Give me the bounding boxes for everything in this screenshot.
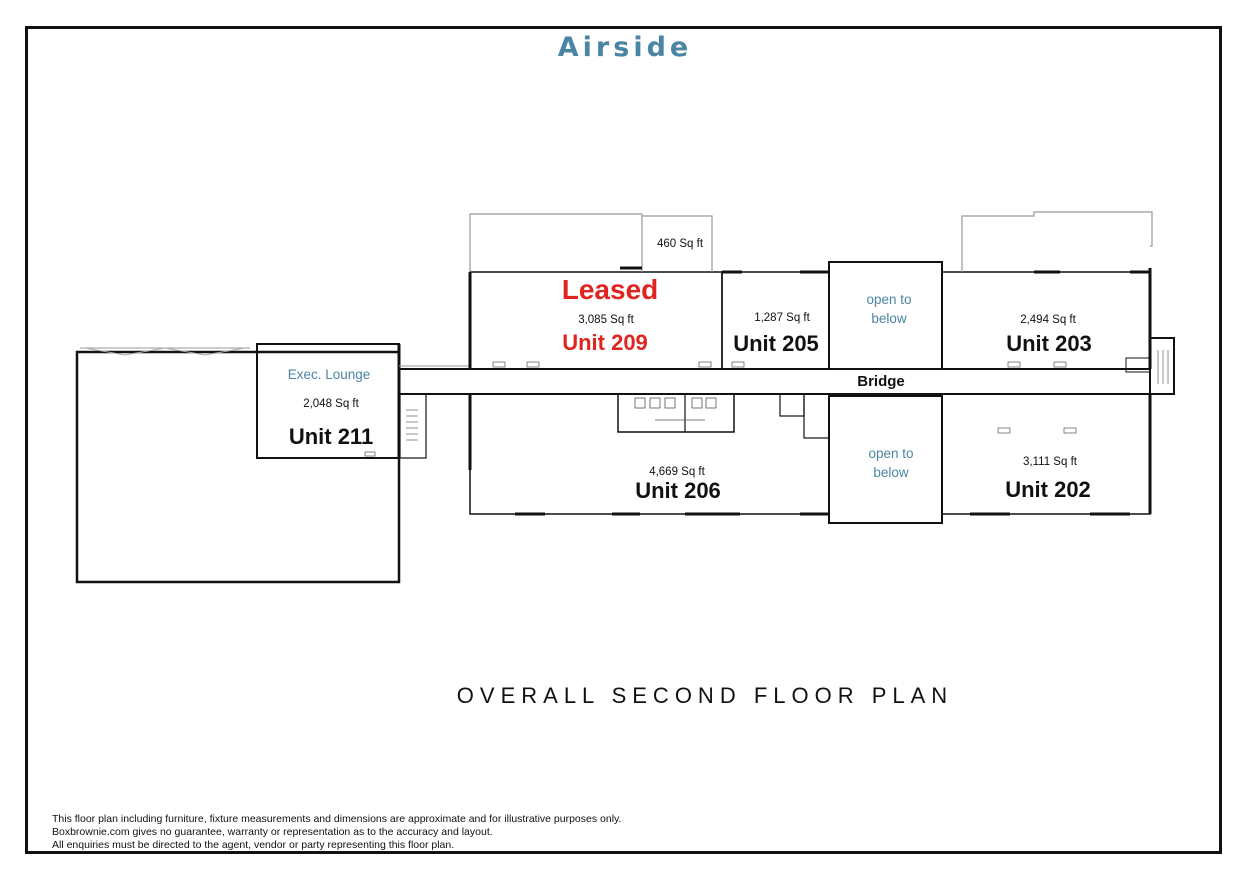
disclaimer-line: This floor plan including furniture, fix… (52, 813, 622, 825)
unit-202-area: 3,111 Sq ft (1023, 456, 1077, 468)
bridge-label: Bridge (854, 373, 908, 390)
unit-211-area: 2,048 Sq ft (303, 398, 359, 410)
unit-202-name: Unit 202 (1005, 477, 1091, 502)
disclaimer: This floor plan including furniture, fix… (52, 813, 621, 852)
unit-209-area: 3,085 Sq ft (578, 314, 634, 326)
unit-203-name: Unit 203 (1006, 331, 1092, 356)
site-title: Airside (557, 32, 693, 63)
leased-badge: Leased (561, 274, 659, 305)
unit-205-area: 1,287 Sq ft (754, 312, 810, 324)
disclaimer-line: All enquiries must be directed to the ag… (52, 839, 455, 851)
page-border (25, 26, 1222, 854)
left-block (75, 350, 401, 584)
terrace-area: 460 Sq ft (656, 238, 704, 250)
disclaimer-line: Boxbrownie.com gives no guarantee, warra… (52, 826, 493, 838)
unit-206-area: 4,669 Sq ft (649, 466, 705, 478)
unit-203-area: 2,494 Sq ft (1020, 314, 1076, 326)
unit-205-name: Unit 205 (733, 331, 819, 356)
plan-title: OVERALL SECOND FLOOR PLAN (456, 683, 954, 708)
unit-206-name: Unit 206 (635, 478, 721, 503)
exec-lounge-label: Exec. Lounge (287, 367, 371, 382)
unit-211-name: Unit 211 (288, 424, 374, 449)
unit-209-name: Unit 209 (562, 330, 648, 355)
